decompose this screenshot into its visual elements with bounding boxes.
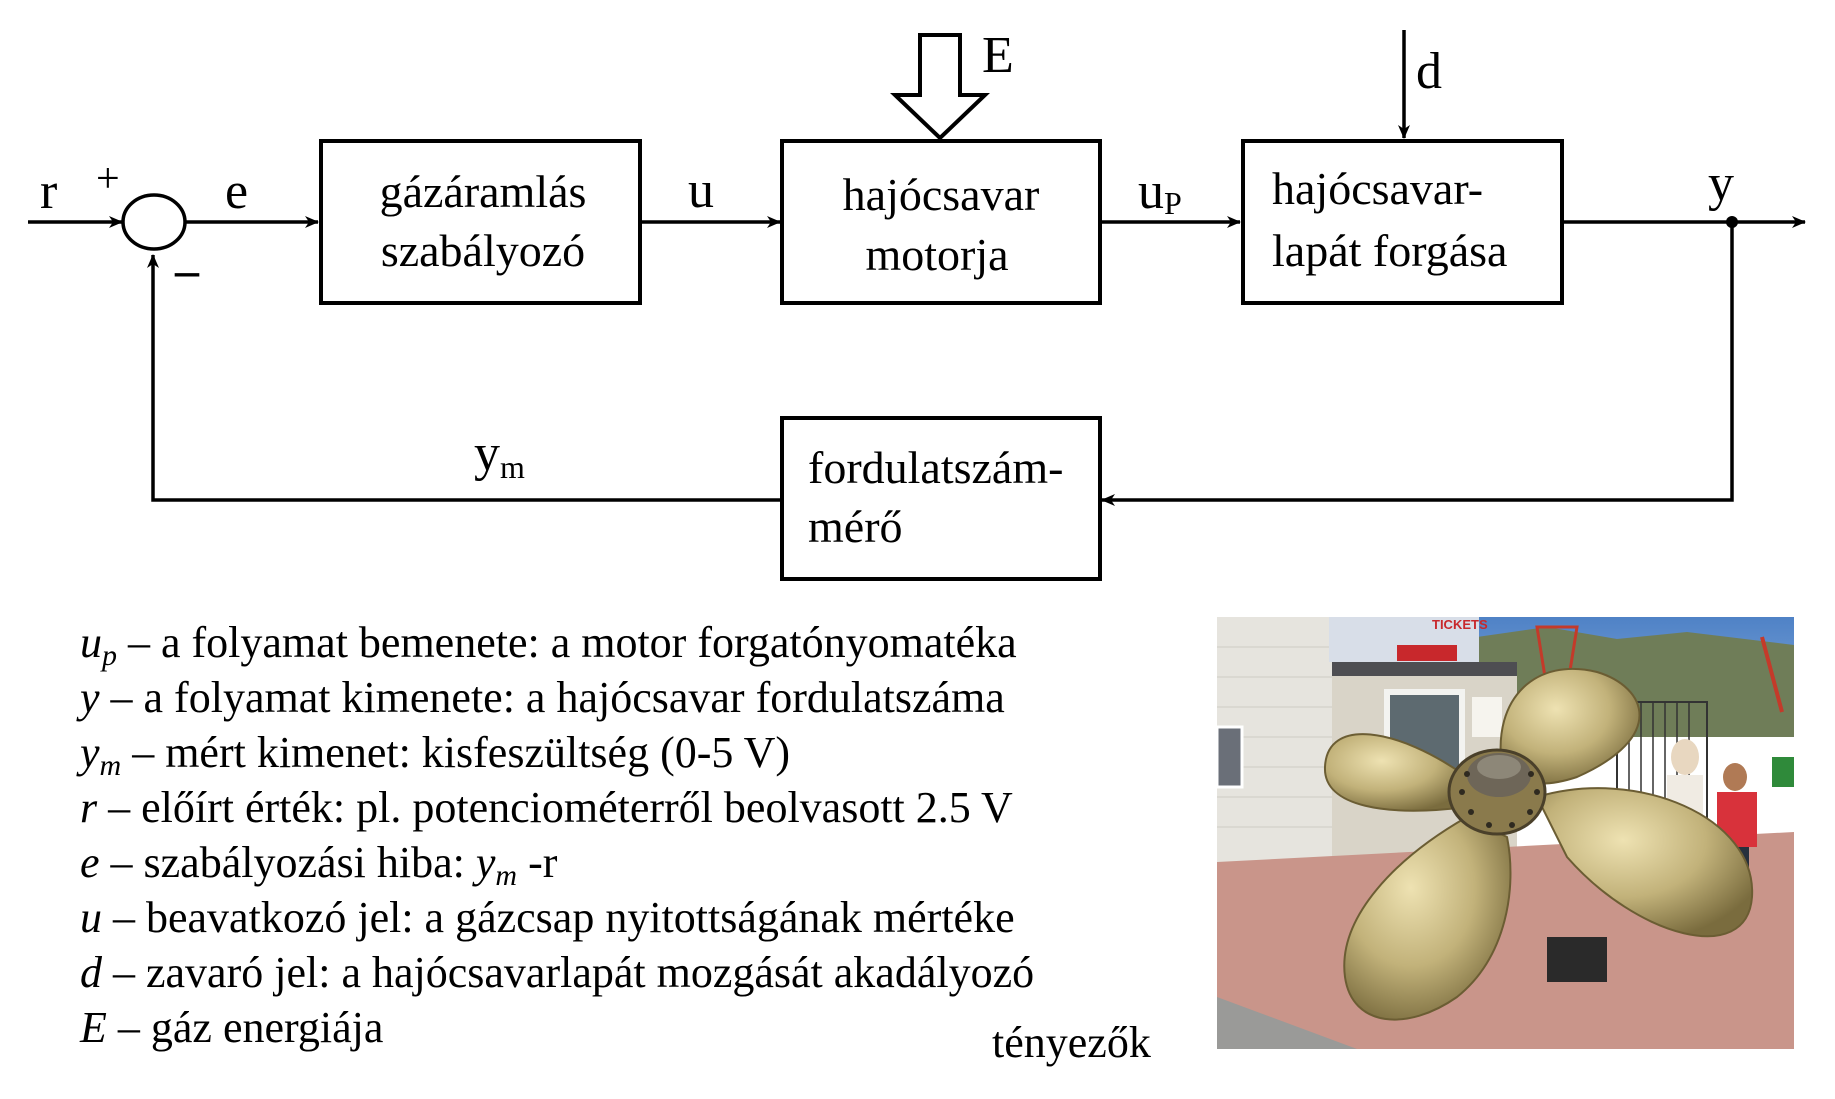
minus-sign: – bbox=[174, 244, 200, 297]
branch-point bbox=[1726, 216, 1738, 228]
blade-label-1: hajócsavar- bbox=[1272, 163, 1483, 214]
legend-row: r – előírt érték: pl. potenciométerről b… bbox=[80, 783, 1013, 832]
ticket-sign-text: TICKETS bbox=[1432, 617, 1488, 632]
legend-row: d – zavaró jel: a hajócsavarlapát mozgás… bbox=[80, 948, 1035, 997]
motor-label-1: hajócsavar bbox=[843, 169, 1040, 220]
sensor-label-2: mérő bbox=[808, 501, 903, 552]
controller-label-1: gázáramlás bbox=[380, 166, 587, 217]
motor-label-2: motorja bbox=[865, 229, 1008, 280]
legend-row: e – szabályozási hiba: ym -r bbox=[80, 838, 558, 892]
y-signal-label: y bbox=[1708, 155, 1734, 212]
legend-row: E – gáz energiája bbox=[80, 1003, 384, 1052]
propeller-blade-left bbox=[1323, 733, 1468, 812]
u-signal-label: u bbox=[688, 162, 714, 219]
motor-block bbox=[780, 139, 1102, 305]
symbol-legend: up – a folyamat bemenete: a motor forgat… bbox=[80, 615, 1180, 1067]
blade-rotation-block bbox=[1241, 139, 1564, 305]
energy-input-arrow bbox=[890, 33, 990, 141]
sensor-label-1: fordulatszám- bbox=[808, 442, 1063, 493]
propeller-blade-bottom bbox=[1343, 815, 1512, 1021]
propeller-blade-top bbox=[1499, 667, 1641, 785]
legend-continuation: tényezők bbox=[992, 1018, 1151, 1067]
summing-junction bbox=[121, 193, 187, 251]
feedback-line-left bbox=[147, 254, 780, 502]
feedback-line-right bbox=[1101, 222, 1734, 506]
legend-row: y – a folyamat kimenete: a hajócsavar fo… bbox=[80, 673, 1005, 722]
blade-label-2: lapát forgása bbox=[1272, 225, 1507, 276]
r-signal-label: r bbox=[40, 163, 57, 220]
speed-sensor-block bbox=[780, 416, 1102, 581]
legend-row: ym – mért kimenet: kisfeszültség (0-5 V) bbox=[80, 728, 791, 782]
E-signal-label: E bbox=[982, 27, 1014, 84]
plus-sign: + bbox=[96, 156, 120, 202]
propeller-photo: TICKETS bbox=[1217, 617, 1794, 1049]
up-signal-label: uP bbox=[1138, 163, 1182, 221]
propeller-blade-right bbox=[1535, 787, 1754, 938]
e-signal-label: e bbox=[225, 163, 248, 220]
controller-label-2: szabályozó bbox=[381, 225, 585, 276]
propeller-stand bbox=[1547, 937, 1607, 982]
d-signal-label: d bbox=[1416, 43, 1442, 100]
controller-block bbox=[319, 139, 642, 305]
legend-row: u – beavatkozó jel: a gázcsap nyitottság… bbox=[80, 893, 1015, 942]
legend-row: up – a folyamat bemenete: a motor forgat… bbox=[80, 618, 1017, 672]
ym-signal-label: ym bbox=[474, 425, 525, 485]
